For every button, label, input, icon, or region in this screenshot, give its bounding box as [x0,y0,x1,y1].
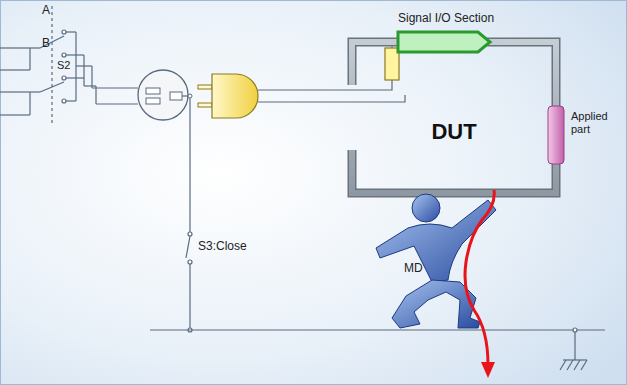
switch-label: S3:Close [198,240,247,254]
part-label: Applied part [571,110,619,135]
switch-s2 [0,6,138,125]
switch-contact-label: A [42,4,50,18]
switch-label: S2 [57,59,70,72]
plug [198,74,405,118]
switch-contact-label: B [42,37,50,51]
dut-enclosure [352,42,556,193]
signal-io-connector [398,32,490,52]
person-figure [376,194,496,328]
outlet [138,70,192,120]
switch-s3 [150,98,605,370]
section-label: Signal I/O Section [398,12,494,26]
device-enclosure: DUT [357,47,551,188]
device-label: DUT [431,119,476,145]
applied-part [548,106,564,164]
instrument-label: MD [404,262,423,276]
